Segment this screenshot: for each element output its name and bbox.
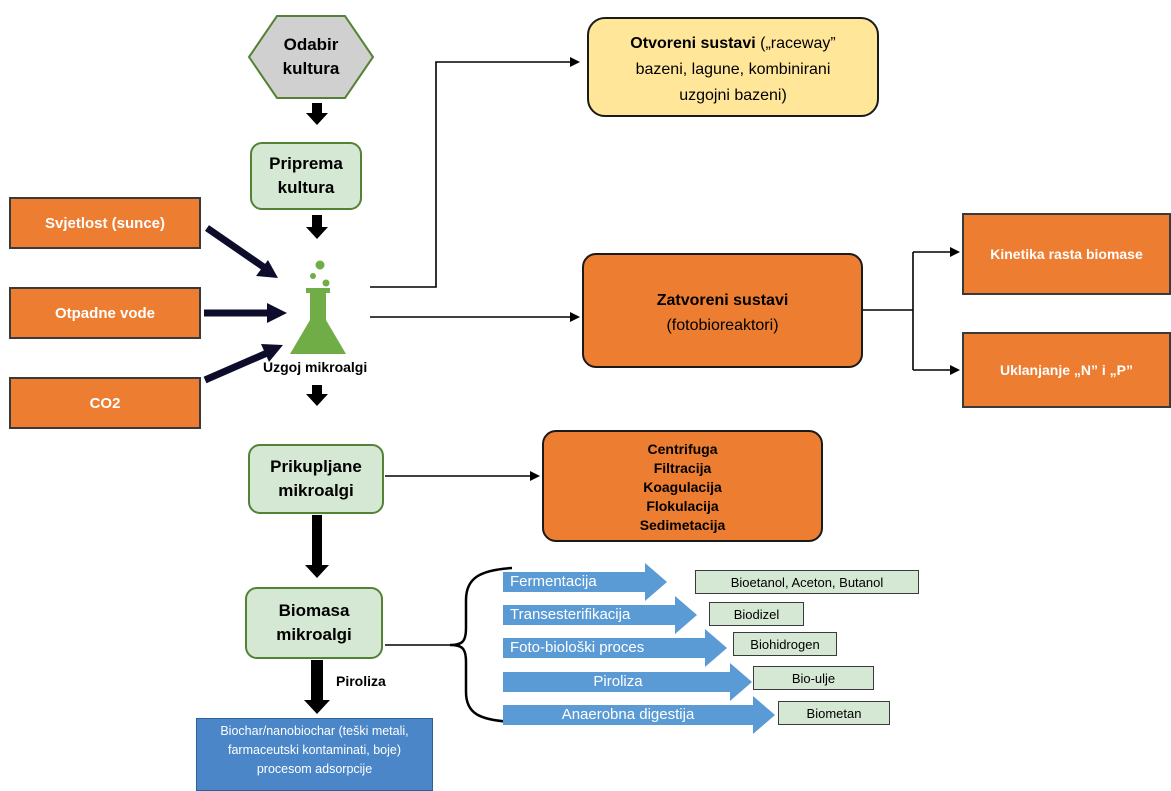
method-item: Sedimetacija	[639, 517, 726, 533]
odabir-label: Odabir kultura	[282, 35, 340, 78]
product-bioetanol: Bioetanol, Aceton, Butanol	[695, 570, 919, 594]
biochar-line3: procesom adsorpcije	[256, 762, 373, 776]
biomasa-box: Biomasa mikroalgi	[245, 587, 383, 659]
biochar-line2: farmaceutski kontaminati, boje)	[228, 743, 401, 757]
process-label-piroliza: Piroliza	[593, 673, 643, 690]
process-arrows	[503, 563, 775, 734]
prikupljanje-box: Prikupljane mikroalgi	[248, 444, 384, 514]
biochar-box: Biochar/nanobiochar (teški metali, farma…	[196, 718, 433, 791]
kinetika-box: Kinetika rasta biomase	[962, 213, 1171, 295]
method-item: Centrifuga	[647, 441, 718, 457]
product-biodizel: Biodizel	[709, 602, 804, 626]
product-bio-ulje: Bio-ulje	[753, 666, 874, 690]
uzgoj-text: Uzgoj mikroalgi	[263, 359, 368, 375]
otpadne-box: Otpadne vode	[9, 287, 201, 339]
otvoreni-line2: bazeni, lagune, kombinirani	[635, 61, 831, 78]
methods-box: Centrifuga Filtracija Koagulacija Flokul…	[542, 430, 823, 542]
priprema-box: Priprema kultura	[250, 142, 362, 210]
input-arrows	[203, 225, 287, 384]
process-label-foto: Foto-biološki proces	[510, 639, 645, 656]
biochar-line1: Biochar/nanobiochar (teški metali,	[220, 724, 409, 738]
uzgoj-label: Uzgoj mikroalgi	[263, 359, 373, 375]
piroliza-label: Piroliza	[336, 673, 386, 689]
odabir-hexagon	[247, 15, 375, 99]
zatvoreni-box: Zatvoreni sustavi (fotobioreaktori)	[582, 253, 863, 368]
process-label-anaerobna: Anaerobna digestija	[561, 706, 695, 723]
product-biohidrogen: Biohidrogen	[733, 632, 837, 656]
otvoreni-rest: („raceway”	[755, 35, 836, 52]
product-biometan: Biometan	[778, 701, 890, 725]
method-item: Koagulacija	[643, 479, 722, 495]
otvoreni-line3: uzgojni bazeni)	[679, 87, 787, 104]
uklanjanje-box: Uklanjanje „N” i „P”	[962, 332, 1171, 408]
process-label-transesterifikacija: Transesterifikacija	[510, 606, 631, 623]
thin-connectors	[370, 57, 960, 646]
co2-box: CO2	[9, 377, 201, 429]
svjetlost-box: Svjetlost (sunce)	[9, 197, 201, 249]
otvoreni-box: Otvoreni sustavi („raceway” bazeni, lagu…	[587, 17, 879, 117]
curly-brace	[449, 566, 513, 724]
thick-arrows	[304, 103, 330, 714]
otvoreni-line1: Otvoreni sustavi („raceway”	[597, 31, 869, 57]
process-label-fermentacija: Fermentacija	[510, 573, 597, 590]
method-item: Flokulacija	[646, 498, 719, 514]
zatvoreni-subtitle: (fotobioreaktori)	[666, 317, 779, 334]
flask-icon	[290, 260, 346, 354]
method-item: Filtracija	[653, 460, 712, 476]
otvoreni-title: Otvoreni sustavi	[630, 35, 756, 52]
zatvoreni-title: Zatvoreni sustavi	[656, 292, 789, 309]
